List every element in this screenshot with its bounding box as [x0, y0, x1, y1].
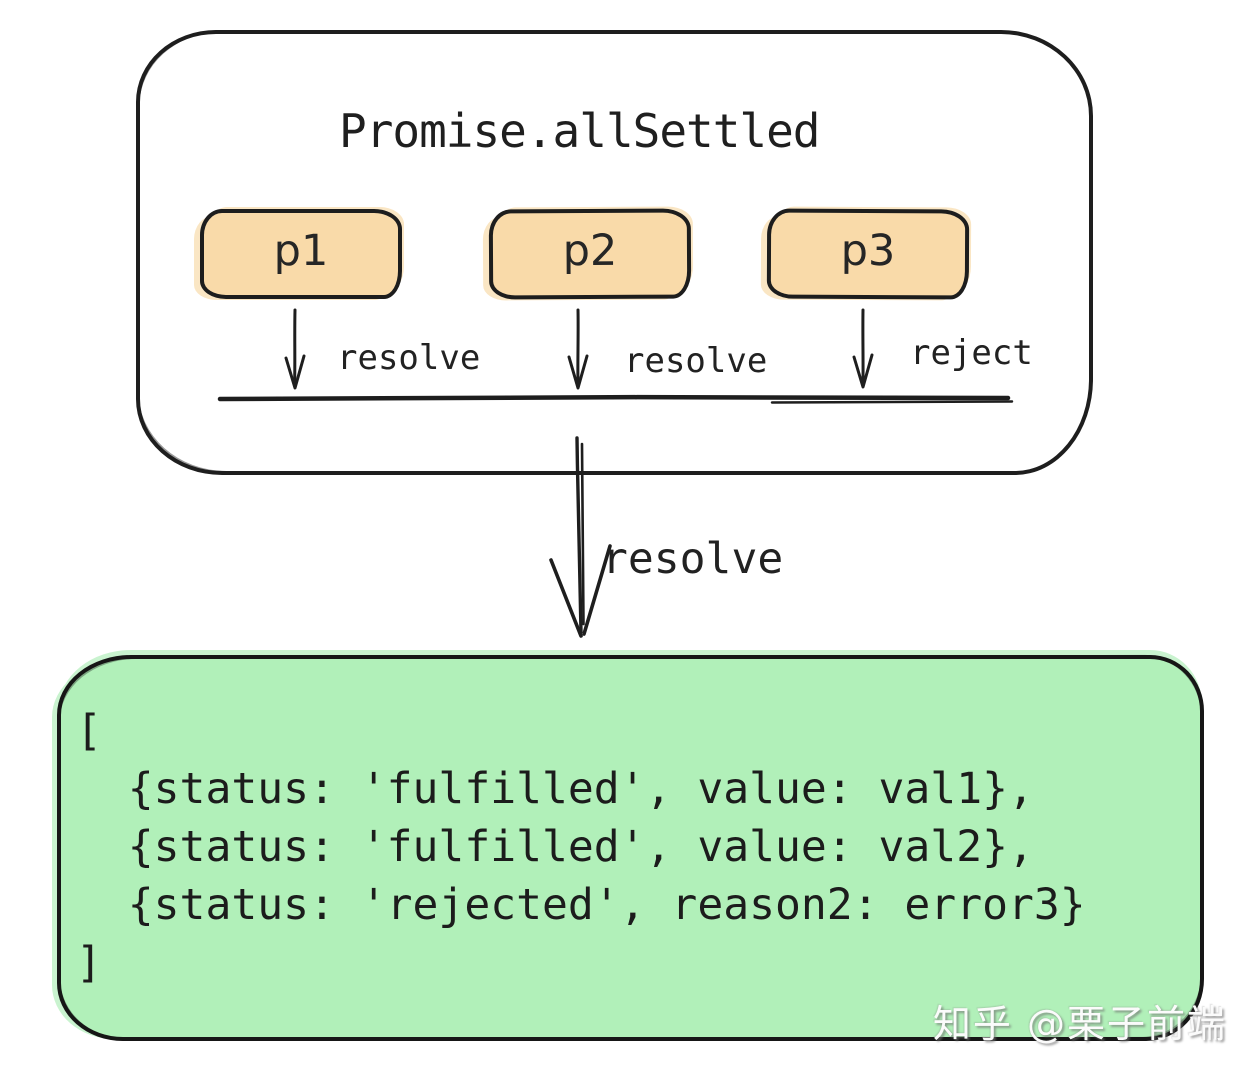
result-code-line: ]: [76, 938, 102, 988]
result-code-line: {status: 'fulfilled', value: val1},: [76, 764, 1034, 814]
promise-node-label: p3: [840, 225, 896, 276]
promise-node-p3: p3: [766, 208, 970, 300]
promise-node-label: p2: [562, 225, 618, 276]
arrow-down-icon: [284, 308, 306, 390]
outcome-label-resolve-2: resolve: [624, 341, 768, 381]
combined-arrow-down-icon: [549, 436, 612, 638]
combined-outcome-label: resolve: [602, 534, 784, 584]
arrow-down-icon: [852, 308, 874, 389]
arrow-down-icon: [567, 308, 589, 390]
result-code-line: {status: 'fulfilled', value: val2},: [76, 822, 1034, 872]
outcome-label-resolve-1: resolve: [337, 338, 481, 378]
promise-allsettled-title: Promise.allSettled: [339, 104, 820, 158]
outcome-label-reject: reject: [910, 333, 1033, 373]
result-box: [57, 655, 1204, 1041]
promise-node-p1: p1: [200, 209, 402, 299]
result-code-line: {status: 'rejected', reason2: error3}: [76, 880, 1086, 930]
watermark: 知乎 @栗子前端: [932, 1002, 1227, 1046]
timeline-line: [217, 394, 1014, 404]
result-code: [ {status: 'fulfilled', value: val1}, {s…: [76, 702, 1086, 992]
result-code-line: [: [76, 706, 102, 756]
promise-node-label: p1: [273, 225, 329, 276]
promise-node-p2: p2: [488, 208, 692, 300]
